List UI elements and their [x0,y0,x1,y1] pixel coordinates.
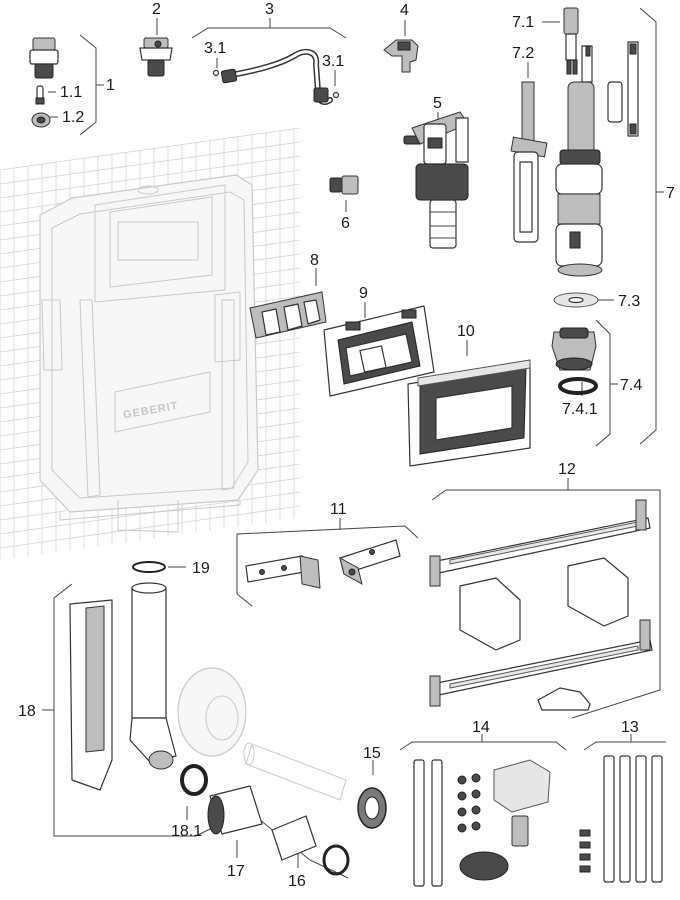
callout-2: 2 [152,1,161,18]
callout-7-4: 7.4 [620,377,642,394]
callout-7-2: 7.2 [512,45,534,62]
callout-8: 8 [310,252,319,269]
callout-7-4-1: 7.4.1 [562,401,598,418]
callout-7: 7 [666,185,675,202]
part-13-strips [579,755,663,883]
part-12-rails [429,499,653,711]
part-9-frame [323,305,435,397]
part-16-sleeve [271,815,350,876]
callout-3-1-right: 3.1 [322,53,344,70]
callout-1-2: 1.2 [62,109,84,126]
callout-14: 14 [472,719,490,736]
part-1-valve-fitting [29,37,59,79]
callout-13: 13 [621,719,639,736]
part-14-kit [413,759,551,887]
part-2-angle-valve [139,37,173,77]
callout-17: 17 [227,863,245,880]
part-3-flex-hose [212,48,340,105]
grid-line [0,141,301,185]
part-18-pipe-bend [69,582,177,791]
part-1-1-pin [35,85,45,105]
callout-7-1: 7.1 [512,14,534,31]
grid-line [0,127,301,171]
callout-7-3: 7.3 [618,293,640,310]
part-4-clip [383,39,419,73]
part-7-flush-valve [555,81,603,277]
part-15-ring [357,787,387,829]
grid-line [0,505,301,549]
part-18-1-ring [180,764,208,796]
callout-3-1-left: 3.1 [204,40,226,57]
part-7-1-key [563,7,579,75]
callout-15: 15 [363,745,381,762]
callout-18-1: 18.1 [171,823,202,840]
callout-16: 16 [288,873,306,890]
part-5-fill-valve [403,111,469,249]
callout-10: 10 [457,323,475,340]
callout-11: 11 [330,501,347,518]
part-10-protective-cover [407,359,531,467]
part-17-connector [207,785,263,835]
callout-labels: 1 1.1 1.2 2 3 3.1 3.1 4 5 6 7 7.1 7.2 7.… [18,1,675,890]
part-7-4-outlet [551,327,597,371]
part-7-rods [581,41,639,137]
callout-18: 18 [18,703,36,720]
callout-3: 3 [265,1,274,18]
callout-4: 4 [400,2,409,19]
grid-line [0,155,301,199]
part-19-seal [132,561,166,573]
callout-6: 6 [341,215,350,232]
cistern: GEBERIT [39,174,259,533]
part-6-adapter [329,175,359,195]
part-7-3-washer [553,292,599,308]
part-7-4-1-seal [558,377,598,395]
callout-12: 12 [558,461,576,478]
part-11-brackets [245,539,401,589]
callout-9: 9 [359,285,368,302]
part-7-2-lever [510,81,548,243]
faint-pipe [177,667,347,801]
part-8-bracket [249,291,327,339]
callout-1: 1 [106,77,115,94]
part-1-2-nut [31,112,51,128]
callout-1-1: 1.1 [60,84,82,101]
callout-19: 19 [192,560,210,577]
leader-lines [42,7,666,879]
callout-5: 5 [433,95,442,112]
